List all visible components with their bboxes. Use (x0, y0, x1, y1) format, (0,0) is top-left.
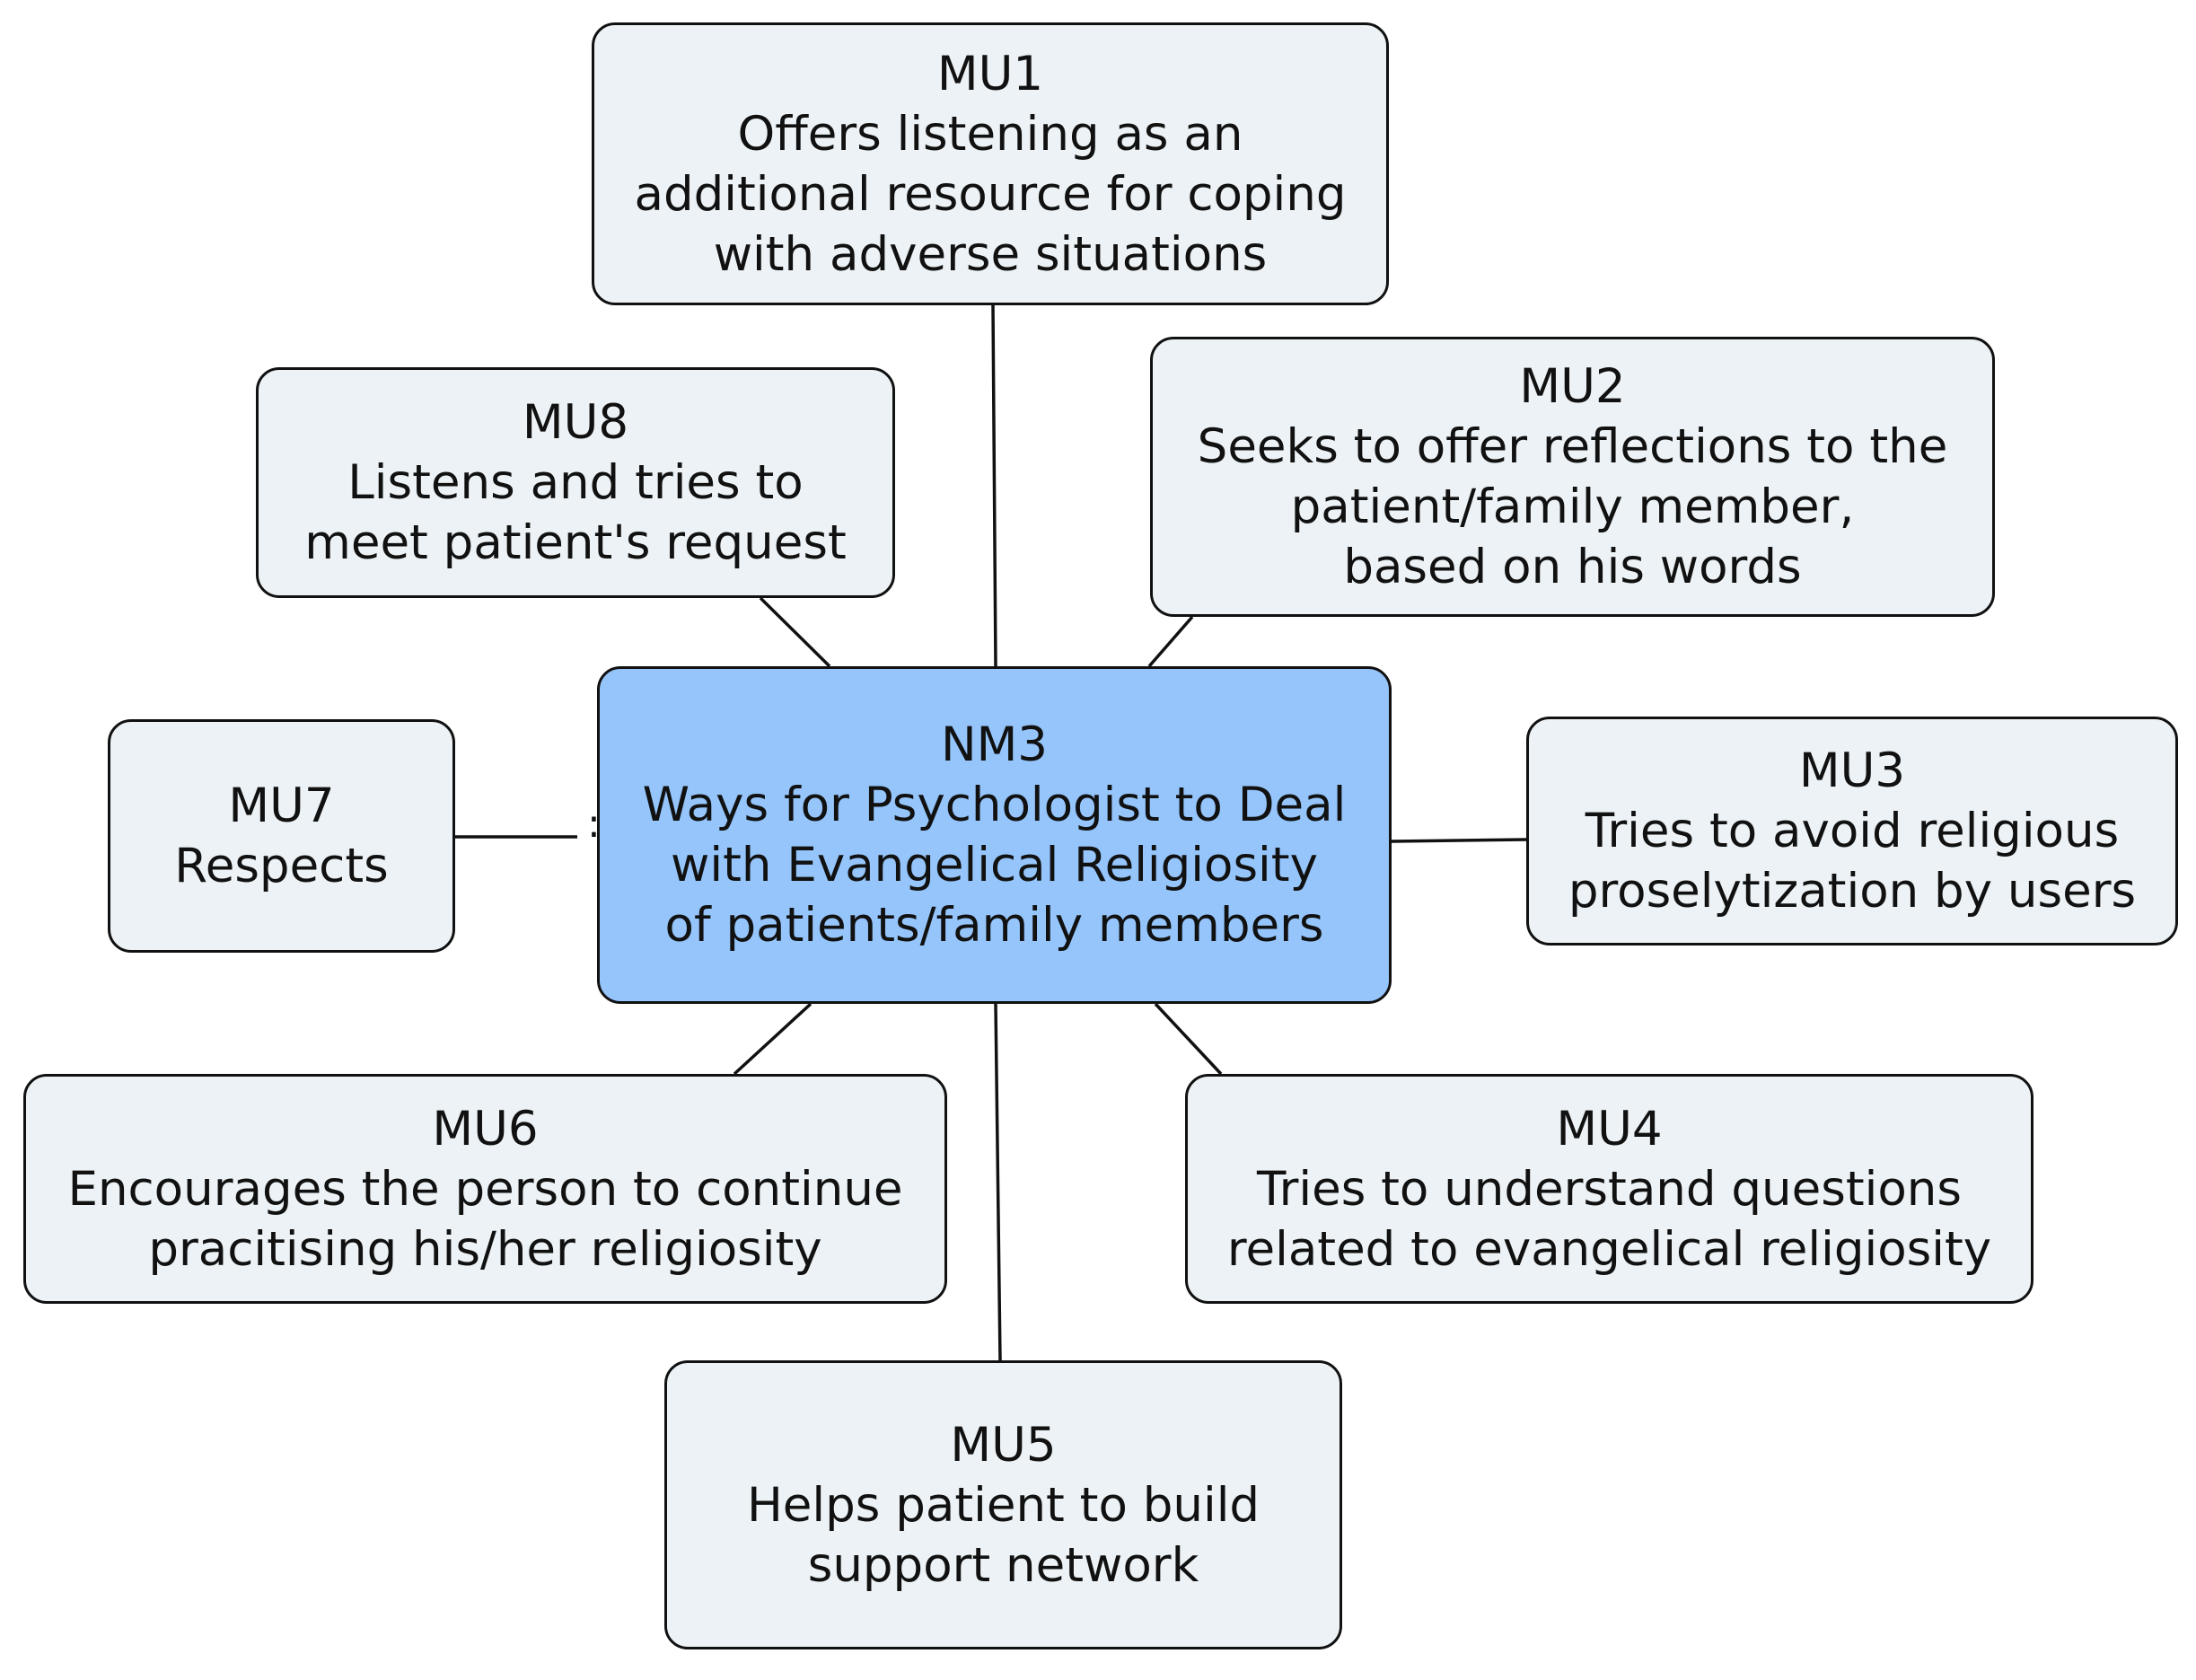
center-node-code: NM3 (940, 717, 1049, 772)
node-mu1-label: Offers listening as an additional resour… (634, 106, 1347, 282)
connector-mu3 (1391, 838, 1527, 843)
center-node-nm3[interactable]: NM3 Ways for Psychologist to Deal with E… (597, 666, 1392, 1004)
node-mu3-label: Tries to avoid religious proselytization… (1568, 804, 2137, 919)
node-mu3[interactable]: MU3 Tries to avoid religious proselytiza… (1526, 717, 2178, 946)
node-mu2[interactable]: MU2 Seeks to offer reflections to the pa… (1150, 337, 1995, 617)
node-mu1-code: MU1 (936, 46, 1044, 101)
node-mu7[interactable]: MU7 Respects (108, 719, 455, 953)
node-mu4-code: MU4 (1556, 1101, 1663, 1157)
center-node-label: Ways for Psychologist to Deal with Evang… (642, 778, 1347, 953)
node-mu2-label: Seeks to offer reflections to the patien… (1197, 419, 1948, 594)
node-mu5-code: MU5 (950, 1417, 1057, 1473)
connector-mu4 (1154, 1002, 1223, 1076)
node-mu4[interactable]: MU4 Tries to understand questions relate… (1185, 1074, 2033, 1304)
node-mu5[interactable]: MU5 Helps patient to build support netwo… (664, 1360, 1342, 1649)
connector-mu2 (1147, 615, 1194, 668)
node-mu7-code: MU7 (228, 778, 335, 833)
node-mu6[interactable]: MU6 Encourages the person to continue pr… (23, 1074, 947, 1304)
node-mu8-code: MU8 (522, 395, 629, 450)
node-mu1[interactable]: MU1 Offers listening as an additional re… (592, 22, 1389, 305)
connector-mu1 (991, 304, 997, 667)
node-mu8-label: Listens and tries to meet patient's requ… (304, 455, 847, 570)
node-mu6-label: Encourages the person to continue pracit… (67, 1161, 903, 1277)
connector-mu5 (994, 1003, 1002, 1361)
node-mu2-code: MU2 (1519, 359, 1626, 414)
connector-mu6 (733, 1002, 813, 1076)
node-mu4-label: Tries to understand questions related to… (1226, 1161, 1992, 1277)
node-mu6-code: MU6 (432, 1101, 539, 1157)
node-mu8[interactable]: MU8 Listens and tries to meet patient's … (256, 367, 895, 598)
connector-mu8 (759, 596, 831, 668)
node-mu3-code: MU3 (1798, 743, 1906, 798)
node-mu5-label: Helps patient to build support network (746, 1477, 1261, 1593)
node-mu7-label: Respects (174, 839, 389, 893)
